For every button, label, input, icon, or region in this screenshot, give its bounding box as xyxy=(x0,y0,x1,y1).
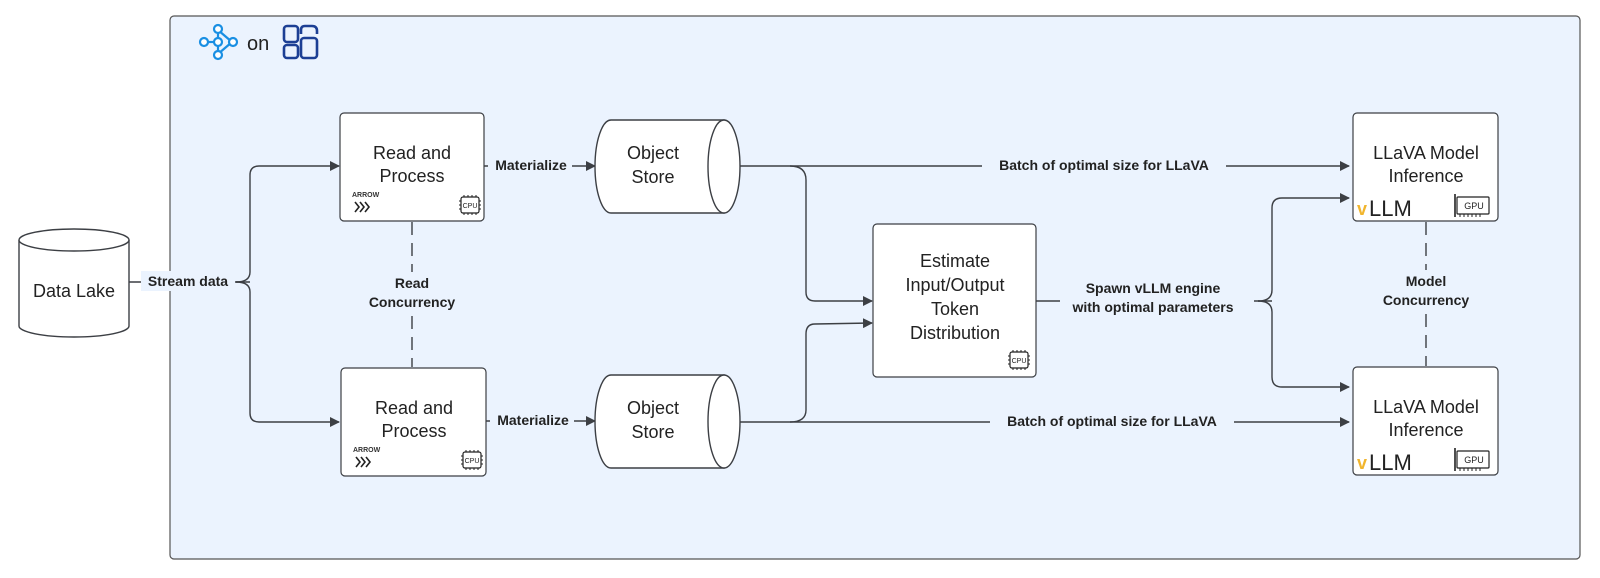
model-concurrency-label-line1: Model xyxy=(1406,273,1446,289)
svg-text:ARROW: ARROW xyxy=(353,447,381,454)
object-store-top-line1: Object xyxy=(627,143,679,163)
vllm-logo-icon: v LLM xyxy=(1357,196,1412,221)
object-store-bottom-line2: Store xyxy=(631,422,674,442)
svg-text:LLM: LLM xyxy=(1369,196,1412,221)
cpu-chip-icon: CPU xyxy=(461,450,483,470)
spawn-label-line2: with optimal parameters xyxy=(1071,299,1233,315)
read-process-bottom-line2: Process xyxy=(381,421,446,441)
estimate-line4: Distribution xyxy=(910,323,1000,343)
stream-data-label: Stream data xyxy=(148,273,228,289)
llava-top-line2: Inference xyxy=(1388,166,1463,186)
read-process-top-line1: Read and xyxy=(373,143,451,163)
read-process-node-bottom: Read and Process ARROW CPU xyxy=(340,367,487,477)
materialize-label-bottom: Materialize xyxy=(497,412,569,428)
estimate-token-distribution-node: Estimate Input/Output Token Distribution… xyxy=(872,223,1037,378)
svg-text:CPU: CPU xyxy=(1012,358,1027,365)
edge-split-top xyxy=(235,161,340,283)
object-store-top-line2: Store xyxy=(631,167,674,187)
ray-logo-icon xyxy=(198,23,239,61)
llava-bottom-line2: Inference xyxy=(1388,420,1463,440)
logo-connector-text: on xyxy=(247,33,269,55)
model-concurrency-label-line2: Concurrency xyxy=(1383,292,1470,308)
svg-text:GPU: GPU xyxy=(1464,201,1484,211)
data-lake-label: Data Lake xyxy=(33,281,115,301)
edge-store-top-to-estimate xyxy=(789,165,873,306)
cloud-platform-logo-icon xyxy=(282,24,319,60)
estimate-line3: Token xyxy=(931,299,979,319)
llava-bottom-line1: LLaVA Model xyxy=(1373,397,1479,417)
edge-spawn-top xyxy=(1257,193,1350,302)
data-lake-node: Data Lake xyxy=(18,228,130,338)
svg-text:CPU: CPU xyxy=(463,203,478,210)
read-process-node-top: Read and Process ARROW CPU xyxy=(339,112,485,222)
svg-text:ARROW: ARROW xyxy=(352,192,380,199)
llava-top-line1: LLaVA Model xyxy=(1373,143,1479,163)
cpu-chip-icon: CPU xyxy=(459,195,481,215)
cpu-chip-icon: CPU xyxy=(1008,350,1030,370)
svg-text:v: v xyxy=(1357,453,1367,473)
read-concurrency-label-line2: Concurrency xyxy=(369,294,456,310)
batch-label-bottom: Batch of optimal size for LLaVA xyxy=(1007,413,1217,429)
read-process-top-line2: Process xyxy=(379,166,444,186)
edge-store-bottom-to-estimate xyxy=(789,318,873,423)
gpu-card-icon: GPU xyxy=(1454,194,1490,217)
arrow-logo-icon: ARROW xyxy=(352,192,380,213)
llava-inference-node-bottom: LLaVA Model Inference v LLM GPU xyxy=(1352,366,1499,476)
svg-text:v: v xyxy=(1357,199,1367,219)
read-concurrency-label-line1: Read xyxy=(395,275,429,291)
spawn-label-line1: Spawn vLLM engine xyxy=(1086,280,1221,296)
edge-spawn-bottom xyxy=(1257,300,1350,392)
object-store-bottom-line1: Object xyxy=(627,398,679,418)
svg-text:GPU: GPU xyxy=(1464,455,1484,465)
materialize-label-top: Materialize xyxy=(495,157,567,173)
llava-inference-node-top: LLaVA Model Inference v LLM GPU xyxy=(1352,112,1499,222)
estimate-line2: Input/Output xyxy=(905,275,1004,295)
object-store-node-top: Object Store xyxy=(594,119,741,214)
read-process-bottom-line1: Read and xyxy=(375,398,453,418)
batch-label-top: Batch of optimal size for LLaVA xyxy=(999,157,1209,173)
estimate-line1: Estimate xyxy=(920,251,990,271)
vllm-logo-icon: v LLM xyxy=(1357,450,1412,475)
object-store-node-bottom: Object Store xyxy=(594,374,741,469)
svg-text:CPU: CPU xyxy=(465,458,480,465)
arrow-logo-icon: ARROW xyxy=(353,447,381,468)
svg-text:LLM: LLM xyxy=(1369,450,1412,475)
gpu-card-icon: GPU xyxy=(1454,448,1490,471)
edge-split-bottom xyxy=(235,281,340,427)
